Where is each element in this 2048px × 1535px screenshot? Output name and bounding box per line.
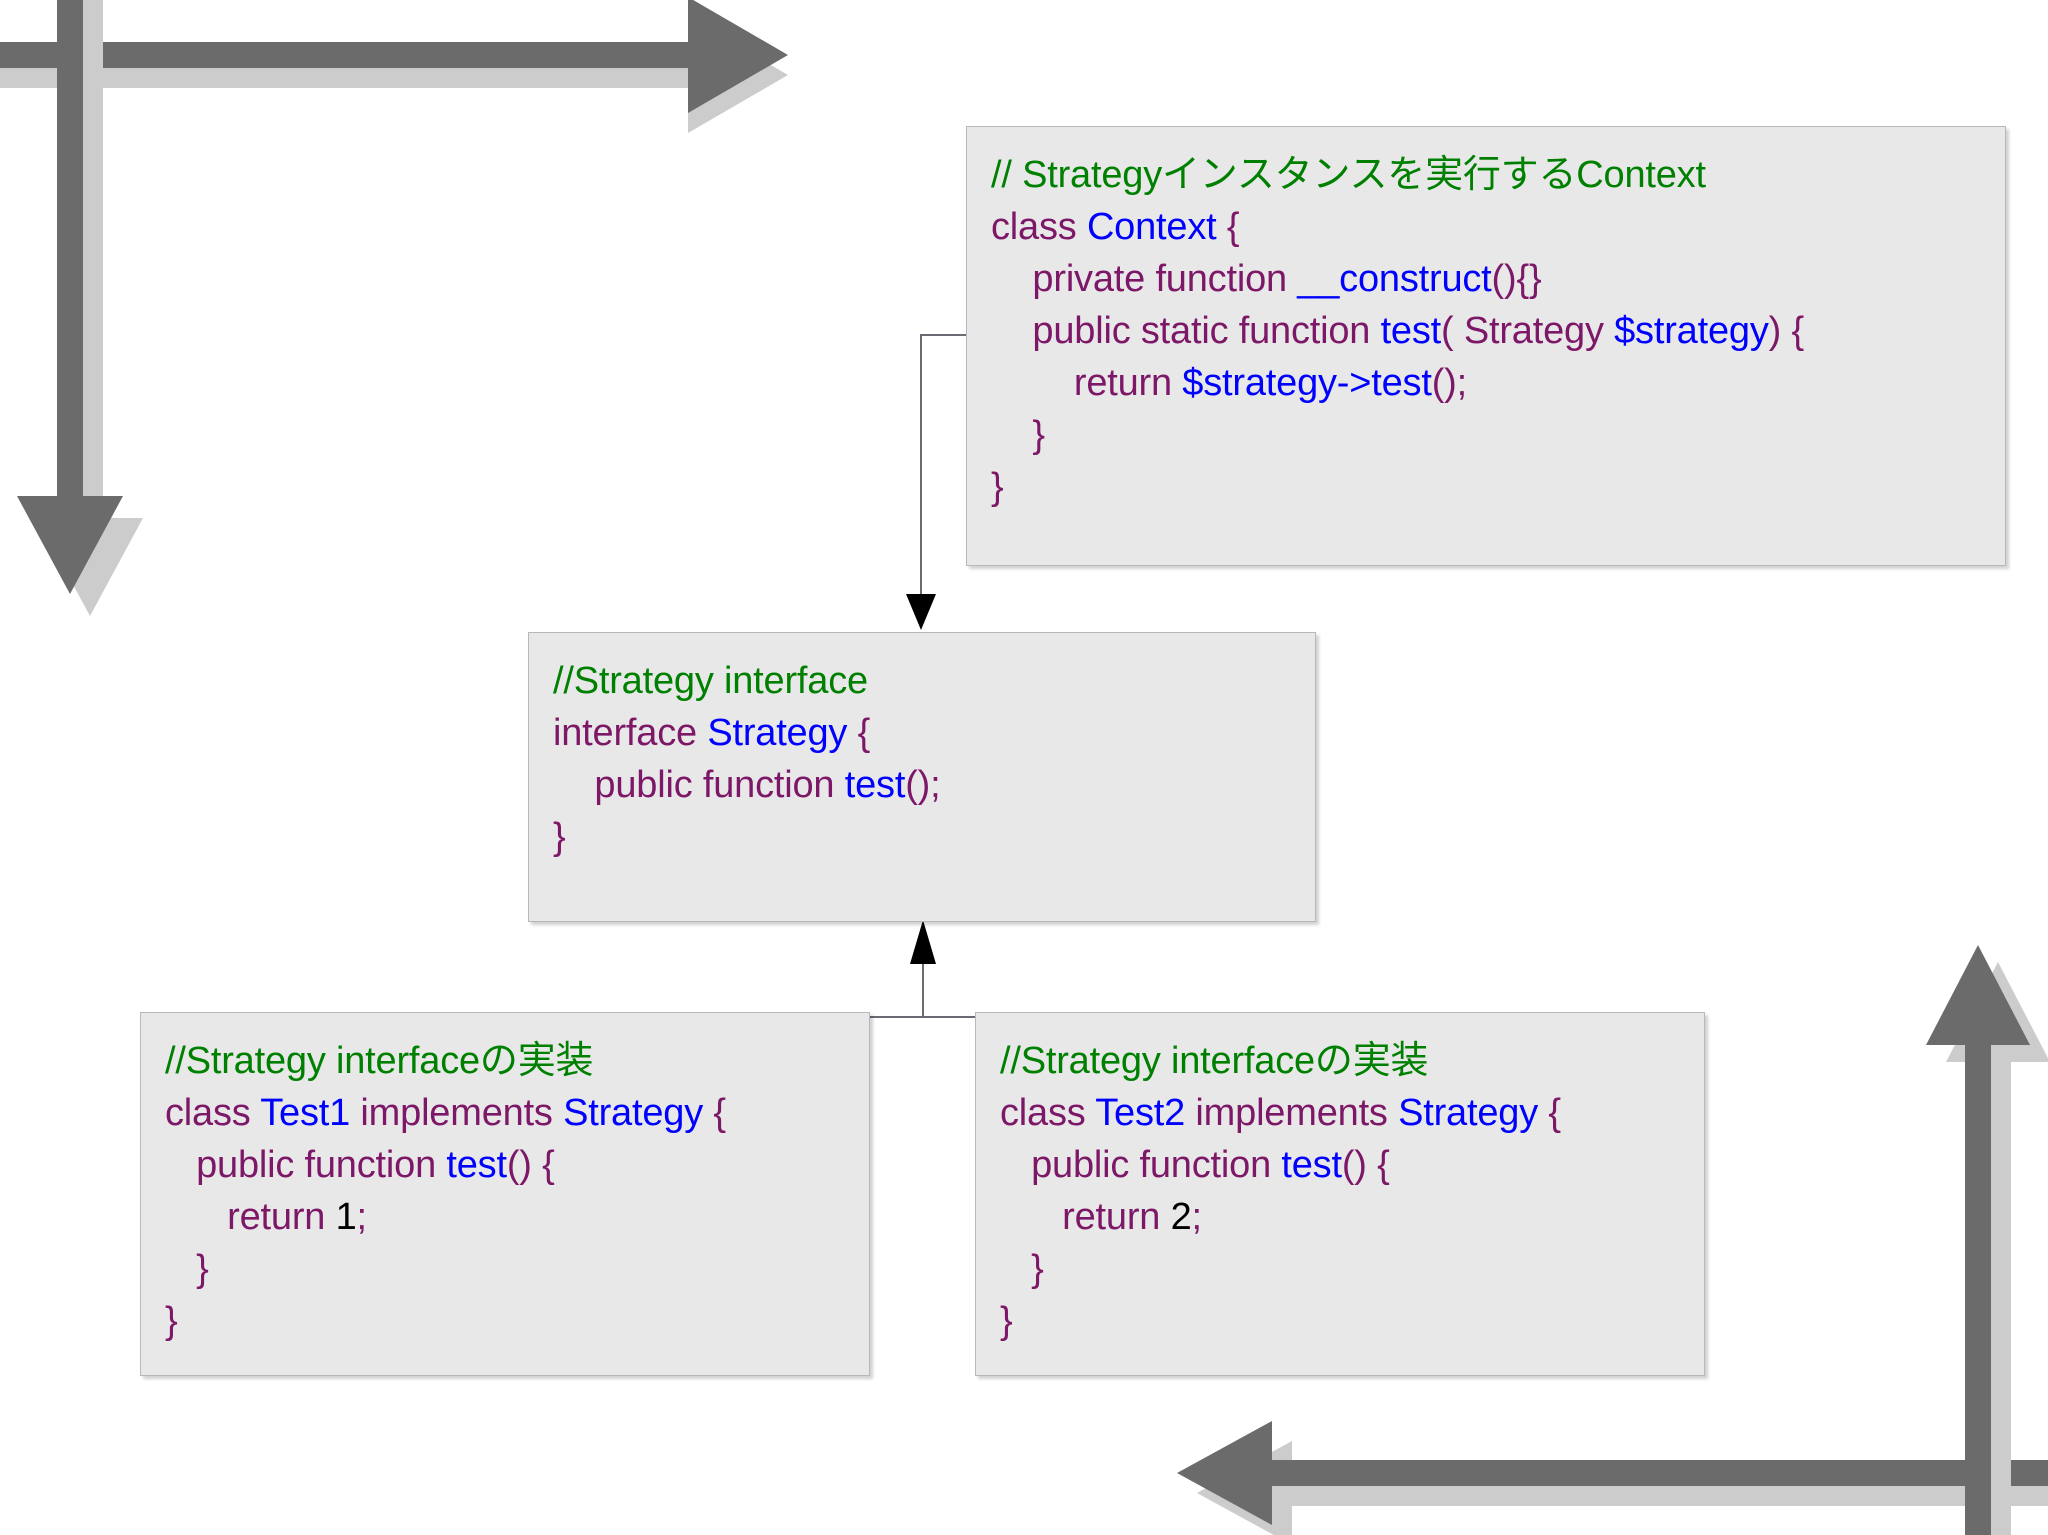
code-token: ( Strategy (1441, 310, 1615, 352)
code-line: return $strategy->test(); (991, 357, 1979, 409)
code-token: $strategy (1614, 310, 1769, 352)
code-token: public static function (991, 310, 1381, 352)
code-token: test (1281, 1144, 1342, 1186)
code-token: ; (1191, 1196, 1203, 1238)
code-token: //Strategy interfaceの実装 (1000, 1040, 1429, 1082)
code-token: { (1538, 1092, 1561, 1134)
code-token: test (1380, 310, 1442, 352)
code-token: (); (905, 764, 941, 806)
code-token: __construct (1297, 258, 1492, 300)
connector-context-strategy-horizontal (920, 334, 970, 336)
code-token: //Strategy interface (553, 660, 868, 702)
code-line: } (553, 811, 1289, 863)
code-line: interface Strategy { (553, 707, 1289, 759)
code-token: class (165, 1092, 261, 1134)
code-token: () { (1341, 1144, 1390, 1186)
code-token: Strategy (707, 712, 848, 754)
arrow-right-top-shaft (0, 42, 690, 68)
arrow-down-left-shaft (57, 0, 83, 498)
connector-impl-riser (922, 962, 924, 1018)
code-token: $strategy->test (1182, 362, 1432, 404)
class-box-test1[interactable]: //Strategy interfaceの実装 class Test1 imple… (140, 1012, 870, 1376)
code-line: private function __construct(){} (991, 253, 1979, 305)
class-box-test2[interactable]: //Strategy interfaceの実装 class Test2 imple… (975, 1012, 1705, 1376)
code-line: } (991, 409, 1979, 461)
code-token: } (165, 1248, 209, 1290)
code-token: { (703, 1092, 726, 1134)
code-token: test (844, 764, 906, 806)
code-token: (); (1431, 362, 1467, 404)
code-token: Context (1086, 206, 1217, 248)
code-token: test (446, 1144, 507, 1186)
code-token: ) { (1768, 310, 1805, 352)
code-token: } (1000, 1300, 1013, 1342)
class-box-context[interactable]: // Strategyインスタンスを実行するContext class Conte… (966, 126, 2006, 566)
connector-impl-bus (506, 1016, 1236, 1018)
code-line: //Strategy interface (553, 655, 1289, 707)
code-token: } (991, 414, 1045, 456)
class-box-strategy[interactable]: //Strategy interface interface Strategy {… (528, 632, 1316, 922)
code-token: 1 (335, 1196, 357, 1238)
code-line: public static function test( Strategy $s… (991, 305, 1979, 357)
connector-context-strategy-arrowhead (906, 594, 936, 630)
code-token: ; (356, 1196, 368, 1238)
code-token: implements (1185, 1092, 1399, 1134)
arrow-up-right-shaft (1965, 1043, 1991, 1535)
code-token: { (847, 712, 871, 754)
code-line: public function test() { (165, 1139, 843, 1191)
code-token: () { (506, 1144, 555, 1186)
code-token: 2 (1170, 1196, 1192, 1238)
code-token: Test1 (260, 1092, 351, 1134)
arrow-left-bottom-head (1177, 1421, 1272, 1525)
code-token: Test2 (1095, 1092, 1186, 1134)
code-token: } (553, 816, 566, 858)
code-token: Strategy (1398, 1092, 1539, 1134)
code-line: class Context { (991, 201, 1979, 253)
code-line: } (1000, 1243, 1678, 1295)
connector-impl-arrowhead (910, 920, 936, 964)
code-line: //Strategy interfaceの実装 (165, 1035, 843, 1087)
code-token: { (1216, 206, 1240, 248)
arrow-right-top-head (688, 0, 788, 113)
code-token: } (991, 466, 1004, 508)
code-line: class Test2 implements Strategy { (1000, 1087, 1678, 1139)
code-line: //Strategy interfaceの実装 (1000, 1035, 1678, 1087)
code-token: (){} (1491, 258, 1542, 300)
code-token: class (1000, 1092, 1096, 1134)
code-line: } (1000, 1295, 1678, 1347)
code-line: // Strategyインスタンスを実行するContext (991, 149, 1979, 201)
code-line: public function test(); (553, 759, 1289, 811)
code-token: return (1000, 1196, 1171, 1238)
code-token: public function (165, 1144, 447, 1186)
code-line: } (165, 1243, 843, 1295)
code-token: // Strategyインスタンスを実行するContext (991, 154, 1706, 196)
code-token: } (1000, 1248, 1044, 1290)
arrow-down-left-head (17, 496, 123, 594)
arrow-left-bottom-shaft (1270, 1460, 2048, 1486)
code-token: public function (553, 764, 845, 806)
code-token: implements (350, 1092, 564, 1134)
connector-context-strategy-vertical (920, 334, 922, 596)
code-token: } (165, 1300, 178, 1342)
code-token: interface (553, 712, 708, 754)
code-line: return 2; (1000, 1191, 1678, 1243)
arrow-up-right-head (1926, 945, 2030, 1045)
code-token: return (165, 1196, 336, 1238)
code-line: return 1; (165, 1191, 843, 1243)
code-line: } (991, 461, 1979, 513)
code-token: return (991, 362, 1183, 404)
code-token: public function (1000, 1144, 1282, 1186)
code-token: private function (991, 258, 1298, 300)
code-token: //Strategy interfaceの実装 (165, 1040, 594, 1082)
code-line: public function test() { (1000, 1139, 1678, 1191)
code-line: } (165, 1295, 843, 1347)
code-token: Strategy (563, 1092, 704, 1134)
code-token: class (991, 206, 1087, 248)
code-line: class Test1 implements Strategy { (165, 1087, 843, 1139)
